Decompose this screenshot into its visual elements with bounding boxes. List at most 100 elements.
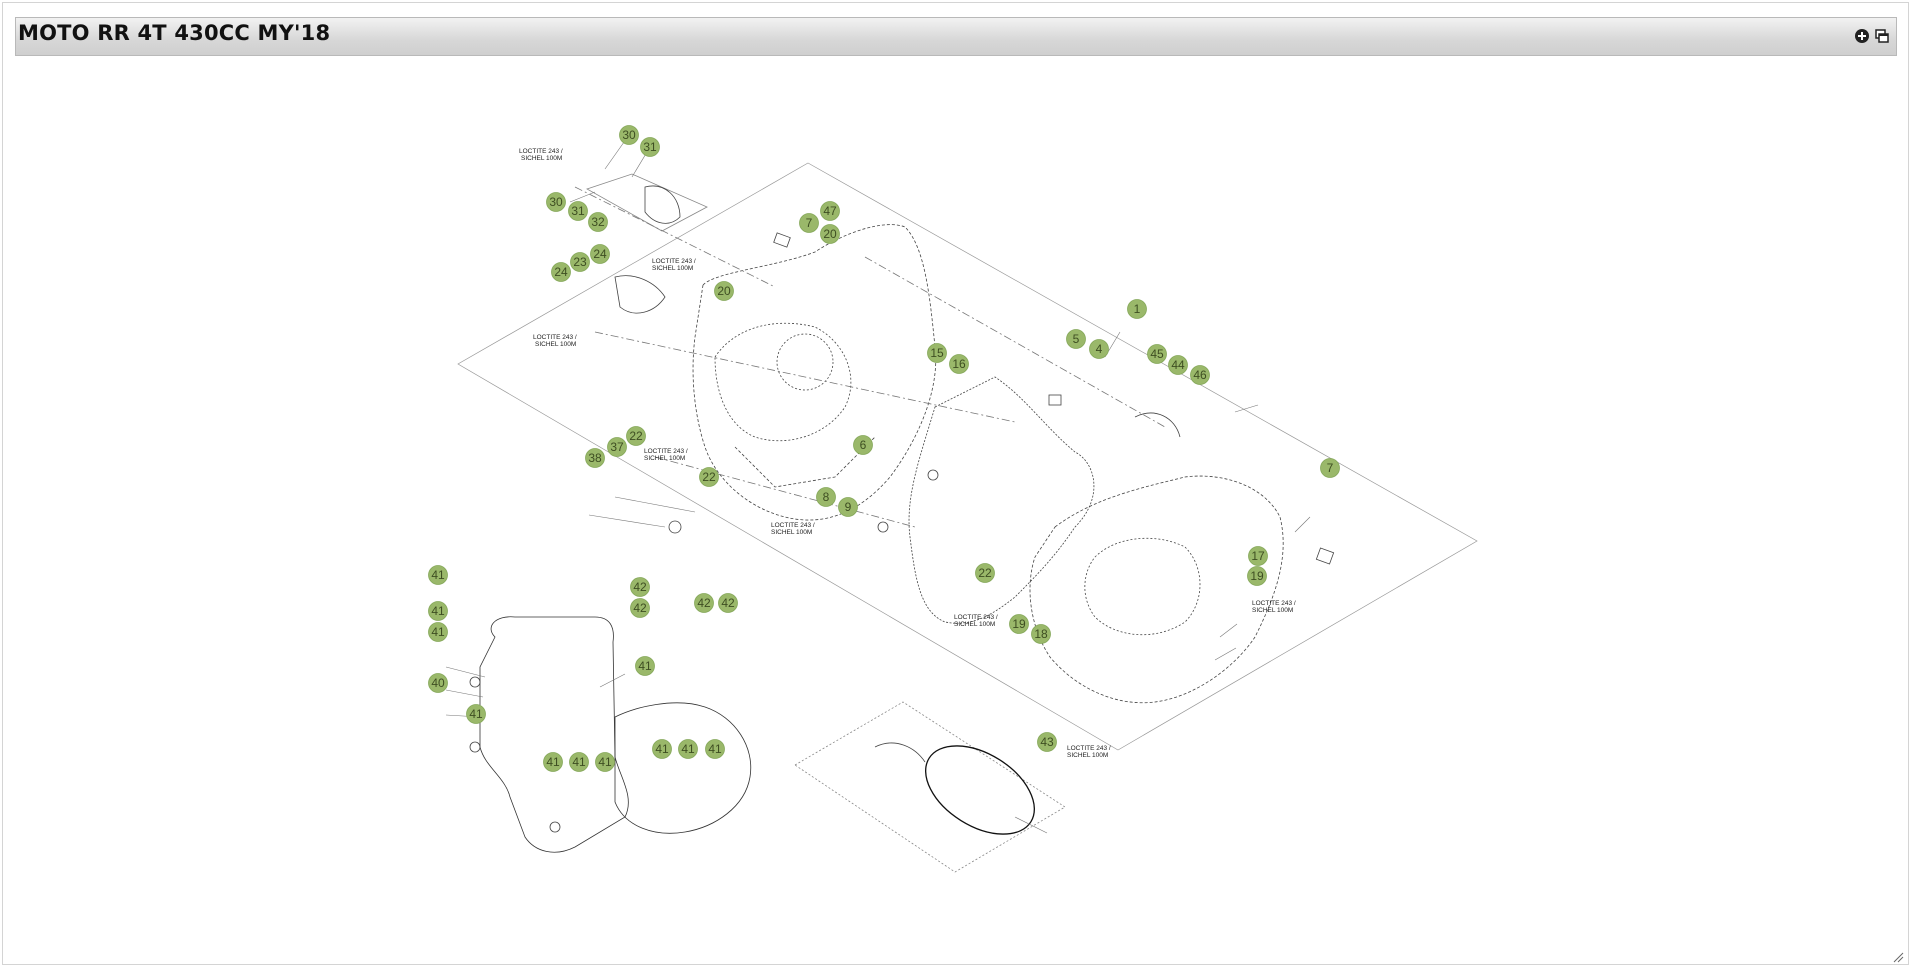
callout-6[interactable]: 6 <box>853 435 873 455</box>
svg-text:20: 20 <box>717 284 731 298</box>
svg-text:18: 18 <box>1034 627 1048 641</box>
callout-20[interactable]: 20 <box>714 281 734 301</box>
callout-41[interactable]: 41 <box>678 739 698 759</box>
zoom-in-button[interactable] <box>1854 28 1870 44</box>
callout-30[interactable]: 30 <box>546 192 566 212</box>
svg-text:SICHEL 100M: SICHEL 100M <box>771 529 812 536</box>
callout-32[interactable]: 32 <box>588 212 608 232</box>
callout-42[interactable]: 42 <box>694 593 714 613</box>
callout-31[interactable]: 31 <box>640 137 660 157</box>
callout-31[interactable]: 31 <box>568 201 588 221</box>
svg-text:41: 41 <box>469 707 483 721</box>
svg-text:LOCTITE 243 /: LOCTITE 243 / <box>1252 600 1296 607</box>
callout-1[interactable]: 1 <box>1127 299 1147 319</box>
svg-text:47: 47 <box>823 204 837 218</box>
callout-18[interactable]: 18 <box>1031 624 1051 644</box>
svg-text:20: 20 <box>823 227 837 241</box>
svg-text:31: 31 <box>643 140 657 154</box>
svg-text:SICHEL 100M: SICHEL 100M <box>535 341 576 348</box>
callout-43[interactable]: 43 <box>1037 732 1057 752</box>
callout-5[interactable]: 5 <box>1066 329 1086 349</box>
callout-7[interactable]: 7 <box>1320 458 1340 478</box>
callout-46[interactable]: 46 <box>1190 365 1210 385</box>
callout-22[interactable]: 22 <box>699 467 719 487</box>
resize-handle[interactable] <box>1892 950 1904 963</box>
callout-41[interactable]: 41 <box>595 752 615 772</box>
loctite-note: LOCTITE 243 / SICHEL 100M <box>954 614 998 628</box>
svg-text:41: 41 <box>546 755 560 769</box>
callout-20[interactable]: 20 <box>820 224 840 244</box>
plus-circle-icon <box>1855 29 1869 43</box>
engine-case-drawing: LOCTITE 243 / SICHEL 100M LOCTITE 243 / … <box>428 125 1478 873</box>
svg-text:15: 15 <box>930 346 944 360</box>
svg-text:SICHEL 100M: SICHEL 100M <box>521 155 562 162</box>
callout-24[interactable]: 24 <box>590 244 610 264</box>
svg-text:24: 24 <box>593 247 607 261</box>
svg-text:4: 4 <box>1096 342 1103 356</box>
callout-41[interactable]: 41 <box>466 704 486 724</box>
svg-text:38: 38 <box>588 451 602 465</box>
callout-19[interactable]: 19 <box>1009 614 1029 634</box>
callout-41[interactable]: 41 <box>428 601 448 621</box>
svg-text:41: 41 <box>431 604 445 618</box>
callout-17[interactable]: 17 <box>1248 546 1268 566</box>
svg-text:SICHEL 100M: SICHEL 100M <box>652 265 693 272</box>
callout-9[interactable]: 9 <box>838 497 858 517</box>
svg-text:7: 7 <box>1327 461 1334 475</box>
callout-22[interactable]: 22 <box>626 426 646 446</box>
callout-41[interactable]: 41 <box>569 752 589 772</box>
callout-30[interactable]: 30 <box>619 125 639 145</box>
svg-text:43: 43 <box>1040 735 1054 749</box>
svg-text:19: 19 <box>1012 617 1026 631</box>
callout-38[interactable]: 38 <box>585 448 605 468</box>
callout-8[interactable]: 8 <box>816 487 836 507</box>
callout-42[interactable]: 42 <box>718 593 738 613</box>
callout-42[interactable]: 42 <box>630 598 650 618</box>
svg-text:LOCTITE 243 /: LOCTITE 243 / <box>644 448 688 455</box>
callout-16[interactable]: 16 <box>949 354 969 374</box>
panel-header: MOTO RR 4T 430CC MY'18 <box>15 17 1897 56</box>
svg-text:22: 22 <box>978 566 992 580</box>
callout-7[interactable]: 7 <box>799 213 819 233</box>
callout-42[interactable]: 42 <box>630 577 650 597</box>
loctite-note: LOCTITE 243 / SICHEL 100M <box>1252 600 1296 614</box>
open-window-button[interactable] <box>1874 28 1890 44</box>
callout-22[interactable]: 22 <box>975 563 995 583</box>
callout-41[interactable]: 41 <box>705 739 725 759</box>
callout-41[interactable]: 41 <box>652 739 672 759</box>
svg-text:40: 40 <box>431 676 445 690</box>
svg-text:31: 31 <box>571 204 585 218</box>
svg-text:SICHEL 100M: SICHEL 100M <box>644 455 685 462</box>
callout-15[interactable]: 15 <box>927 343 947 363</box>
svg-text:7: 7 <box>806 216 813 230</box>
loctite-note: LOCTITE 243 / SICHEL 100M <box>1067 745 1111 759</box>
svg-text:42: 42 <box>697 596 711 610</box>
callout-23[interactable]: 23 <box>570 252 590 272</box>
windows-icon <box>1875 29 1889 43</box>
svg-text:42: 42 <box>633 601 647 615</box>
svg-text:41: 41 <box>638 659 652 673</box>
svg-text:42: 42 <box>633 580 647 594</box>
callout-24[interactable]: 24 <box>551 262 571 282</box>
callout-4[interactable]: 4 <box>1089 339 1109 359</box>
svg-text:22: 22 <box>629 429 643 443</box>
callout-44[interactable]: 44 <box>1168 355 1188 375</box>
svg-text:45: 45 <box>1150 347 1164 361</box>
callout-40[interactable]: 40 <box>428 673 448 693</box>
callout-41[interactable]: 41 <box>543 752 563 772</box>
svg-text:44: 44 <box>1171 358 1185 372</box>
callout-37[interactable]: 37 <box>607 437 627 457</box>
svg-text:SICHEL 100M: SICHEL 100M <box>954 621 995 628</box>
svg-text:42: 42 <box>721 596 735 610</box>
svg-text:37: 37 <box>610 440 624 454</box>
svg-text:1: 1 <box>1134 302 1141 316</box>
callout-47[interactable]: 47 <box>820 201 840 221</box>
callout-41[interactable]: 41 <box>428 565 448 585</box>
svg-text:9: 9 <box>845 500 852 514</box>
callout-45[interactable]: 45 <box>1147 344 1167 364</box>
callout-41[interactable]: 41 <box>635 656 655 676</box>
exploded-parts-diagram: LOCTITE 243 / SICHEL 100M LOCTITE 243 / … <box>15 57 1897 962</box>
svg-text:30: 30 <box>549 195 563 209</box>
callout-19[interactable]: 19 <box>1247 566 1267 586</box>
callout-41[interactable]: 41 <box>428 622 448 642</box>
